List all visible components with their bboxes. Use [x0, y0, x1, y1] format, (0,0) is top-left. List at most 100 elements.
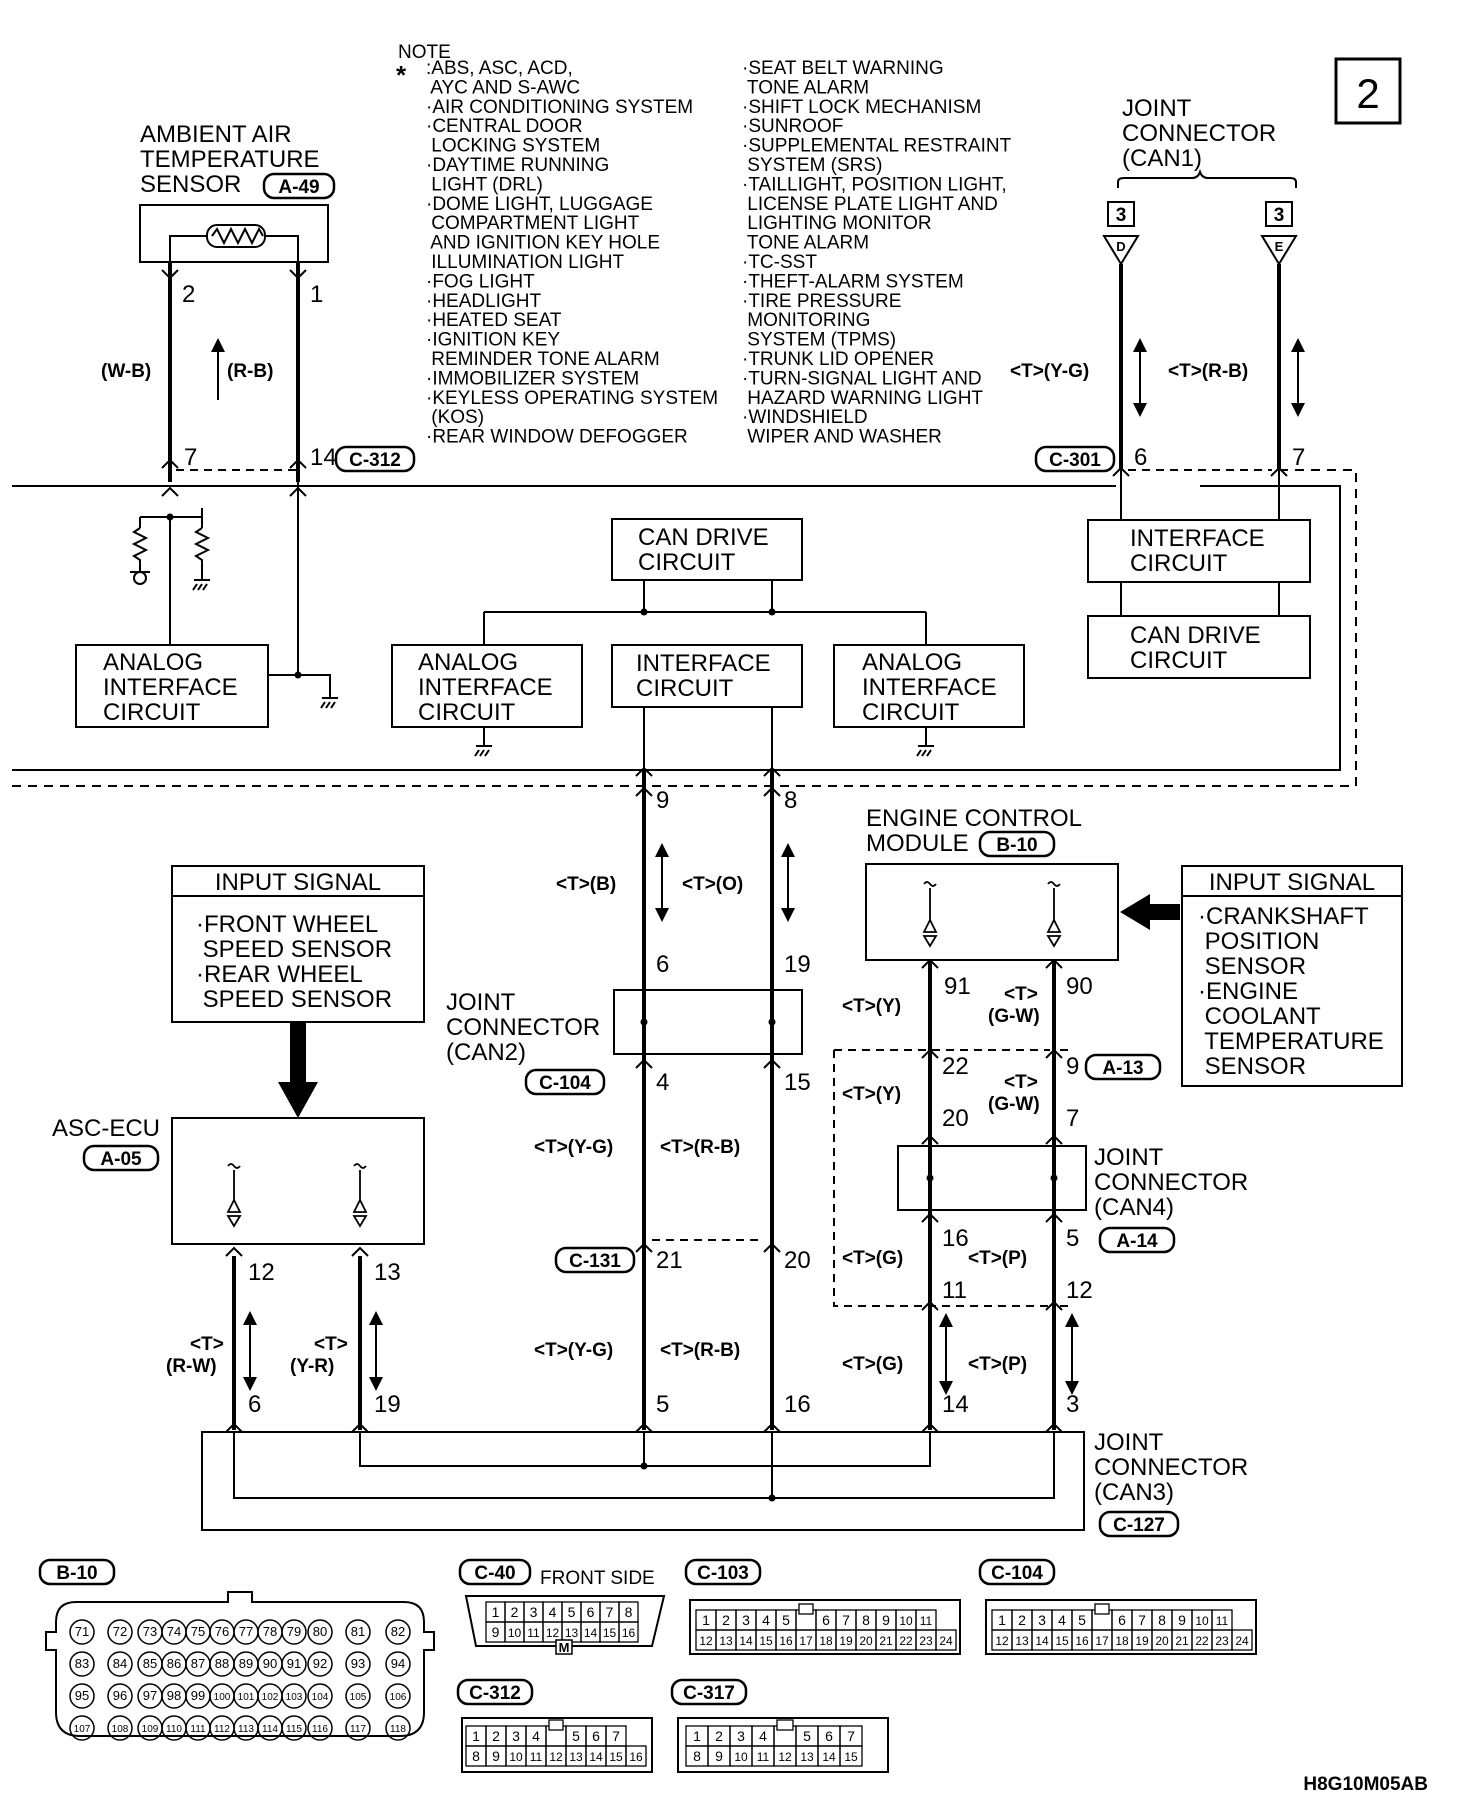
b10-pin-number: 98 — [167, 1688, 181, 1703]
note-col2-line-5: SYSTEM (SRS) — [742, 155, 882, 176]
ambient-sensor-box — [139, 204, 329, 263]
note-heading: NOTE — [398, 42, 451, 63]
ecm-pin-arrows — [921, 958, 1063, 1433]
c317-lock-tab — [776, 1719, 794, 1731]
can1-terminal-d-box — [1107, 201, 1135, 227]
c104-pin-number: 10 — [1195, 1614, 1209, 1628]
pin-90: 90 — [1066, 973, 1093, 1000]
c104-pin-number: 18 — [1115, 1634, 1129, 1648]
wire-label-t-yg-low: <T>(Y-G) — [534, 1340, 613, 1361]
c104-pin-number: 5 — [1078, 1612, 1086, 1628]
a14-code-box — [1098, 1226, 1176, 1254]
c103-pin-number: 9 — [882, 1612, 890, 1628]
c103-pin-number: 6 — [822, 1612, 830, 1628]
interface-2-line-2: CIRCUIT — [636, 675, 734, 702]
c103-pin-number: 17 — [799, 1634, 813, 1648]
c104-pin-number: 16 — [1075, 1634, 1089, 1648]
c312-face-code: C-312 — [469, 1683, 521, 1704]
ambient-sensor-line-3: SENSOR — [140, 171, 241, 198]
interface-1-line-2: CIRCUIT — [1130, 550, 1228, 577]
pin-12: 12 — [248, 1259, 275, 1286]
c40-pin-number: 5 — [568, 1604, 576, 1620]
b10-face-outline — [45, 1591, 435, 1737]
b10-pin-number: 77 — [239, 1624, 253, 1639]
b10-pin-number: 100 — [214, 1692, 231, 1703]
note-col2-line-9: TONE ALARM — [742, 233, 869, 254]
b10-pin-number: 93 — [351, 1656, 365, 1671]
c317-pin-number: 3 — [737, 1728, 745, 1744]
ecu-outline-dashed — [12, 469, 1357, 787]
note-col2-line-0: ·SEAT BELT WARNING — [742, 58, 944, 79]
analog-interface-box-1 — [75, 644, 269, 728]
pin-6-can2: 6 — [656, 951, 669, 978]
b10-pin — [345, 1651, 371, 1677]
junction-dot — [640, 1018, 648, 1026]
b10-pin — [345, 1619, 371, 1645]
can1-wires — [1119, 264, 1281, 470]
b10-pin-number: 79 — [287, 1624, 301, 1639]
note-col1-line-4: LOCKING SYSTEM — [426, 136, 600, 157]
wire-label-wb: (W-B) — [101, 361, 151, 382]
note-col2-line-7: LICENSE PLATE LIGHT AND — [742, 194, 998, 215]
b10-pin-number: 104 — [312, 1692, 329, 1703]
ambient-sensor-code-box — [262, 172, 336, 200]
c103-pin-number: 22 — [899, 1634, 913, 1648]
b10-face-code: B-10 — [56, 1563, 97, 1584]
note-col1-line-5: ·DAYTIME RUNNING — [426, 155, 609, 176]
c103-face-code: C-103 — [697, 1563, 749, 1584]
b10-pin-number: 72 — [113, 1624, 127, 1639]
pin-5-can3: 5 — [656, 1391, 669, 1418]
c103-pin-number: 5 — [782, 1612, 790, 1628]
a13-code-box — [1084, 1053, 1162, 1081]
c312-pin-number: 6 — [592, 1728, 600, 1744]
c103-pin-number: 16 — [779, 1634, 793, 1648]
c103-lock-tab — [798, 1603, 814, 1615]
input-arrow-down — [278, 1022, 318, 1118]
b10-pin — [69, 1715, 95, 1741]
asc-can-wires — [232, 1256, 362, 1430]
note-col1-line-1: AYC AND S-AWC — [426, 77, 580, 98]
center-pin-arrows — [635, 766, 781, 1433]
b10-pin-number: 91 — [287, 1656, 301, 1671]
c317-pin-number: 5 — [803, 1728, 811, 1744]
can-drive-box-2 — [1087, 615, 1311, 679]
b10-pin-number: 76 — [215, 1624, 229, 1639]
input-signal-right-item-5: TEMPERATURE — [1198, 1028, 1384, 1055]
c40-pin-number: 15 — [603, 1626, 617, 1640]
wire-label-t-rw-a: <T> — [190, 1334, 224, 1355]
note-col2-line-6: ·TAILLIGHT, POSITION LIGHT, — [742, 174, 1007, 195]
c40-pin-number: 6 — [587, 1604, 595, 1620]
c40-face-caption: FRONT SIDE — [540, 1568, 655, 1589]
c104-pin-number: 1 — [998, 1612, 1006, 1628]
analog-3-line-3: CIRCUIT — [862, 699, 960, 726]
interface-box-2 — [611, 644, 803, 708]
c312-lock-tab — [548, 1719, 564, 1731]
b10-pin-number: 103 — [286, 1692, 303, 1703]
c317-face-code-box — [670, 1678, 748, 1706]
b10-pin-number: 115 — [286, 1724, 302, 1735]
c40-pin-number: 10 — [508, 1626, 522, 1640]
c317-pin-number: 2 — [715, 1728, 723, 1744]
thermistor-zigzag — [211, 226, 264, 246]
analog-interface-box-3 — [833, 644, 1025, 728]
note-col1-line-17: ·KEYLESS OPERATING SYSTEM — [426, 388, 718, 409]
input-signal-right-item-6: SENSOR — [1198, 1053, 1306, 1080]
note-col2-line-3: ·SUNROOF — [742, 116, 843, 137]
junction-dot — [640, 1462, 648, 1470]
joint-can4-line-2: CONNECTOR — [1094, 1169, 1248, 1196]
b10-pin — [307, 1651, 333, 1677]
pin-14-c312: 14 — [310, 444, 337, 471]
b10-pin-number: 105 — [350, 1692, 367, 1703]
pin-9: 9 — [656, 787, 669, 814]
c103-pin-number: 2 — [722, 1612, 730, 1628]
input-signal-left-items: ·FRONT WHEEL SPEED SENSOR·REAR WHEEL SPE… — [196, 911, 392, 1013]
note-col1-line-18: (KOS) — [426, 407, 484, 428]
b10-pin-number: 75 — [191, 1624, 205, 1639]
c104-pin-number: 17 — [1095, 1634, 1109, 1648]
c312-pin-number: 14 — [589, 1750, 603, 1764]
joint-can1-line-3: (CAN1) — [1122, 145, 1202, 172]
c40-key: M — [559, 1640, 570, 1655]
b10-pin — [281, 1619, 307, 1645]
